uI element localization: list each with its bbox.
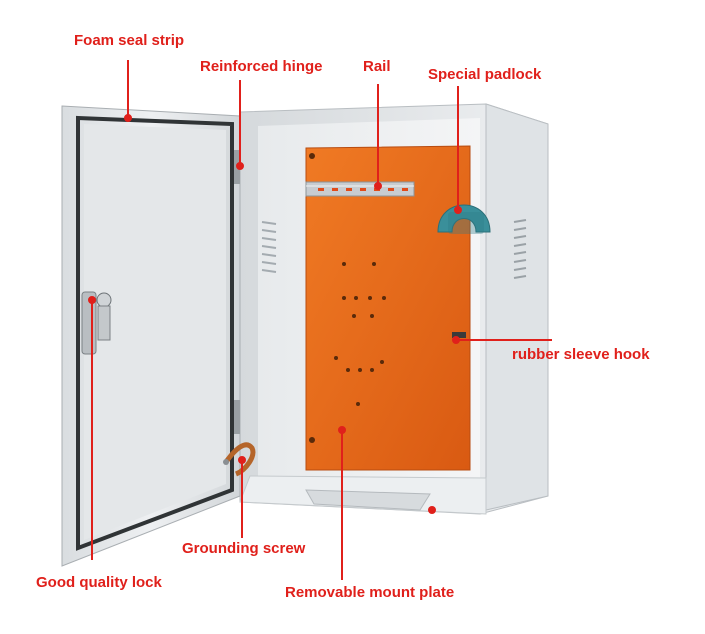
side-vents: [513, 219, 527, 279]
din-rail: [305, 181, 415, 197]
label-grounding-screw: Grounding screw: [182, 540, 306, 557]
label-rail: Rail: [363, 58, 391, 75]
door: [61, 105, 241, 567]
label-good-quality-lock: Good quality lock: [36, 574, 162, 591]
callout-leaders: [88, 60, 552, 580]
mount-plate: [305, 145, 471, 471]
inner-vents: [261, 221, 277, 273]
label-special-padlock: Special padlock: [428, 66, 542, 83]
label-reinforced-hinge: Reinforced hinge: [200, 58, 323, 75]
label-rubber-sleeve-hook: rubber sleeve hook: [512, 346, 650, 363]
padlock: [437, 204, 491, 234]
label-foam-seal-strip: Foam seal strip: [74, 32, 185, 49]
grounding-strap: [223, 442, 256, 477]
rubber-sleeve-hook: [452, 332, 466, 338]
label-removable-mount-plate: Removable mount plate: [285, 584, 455, 601]
